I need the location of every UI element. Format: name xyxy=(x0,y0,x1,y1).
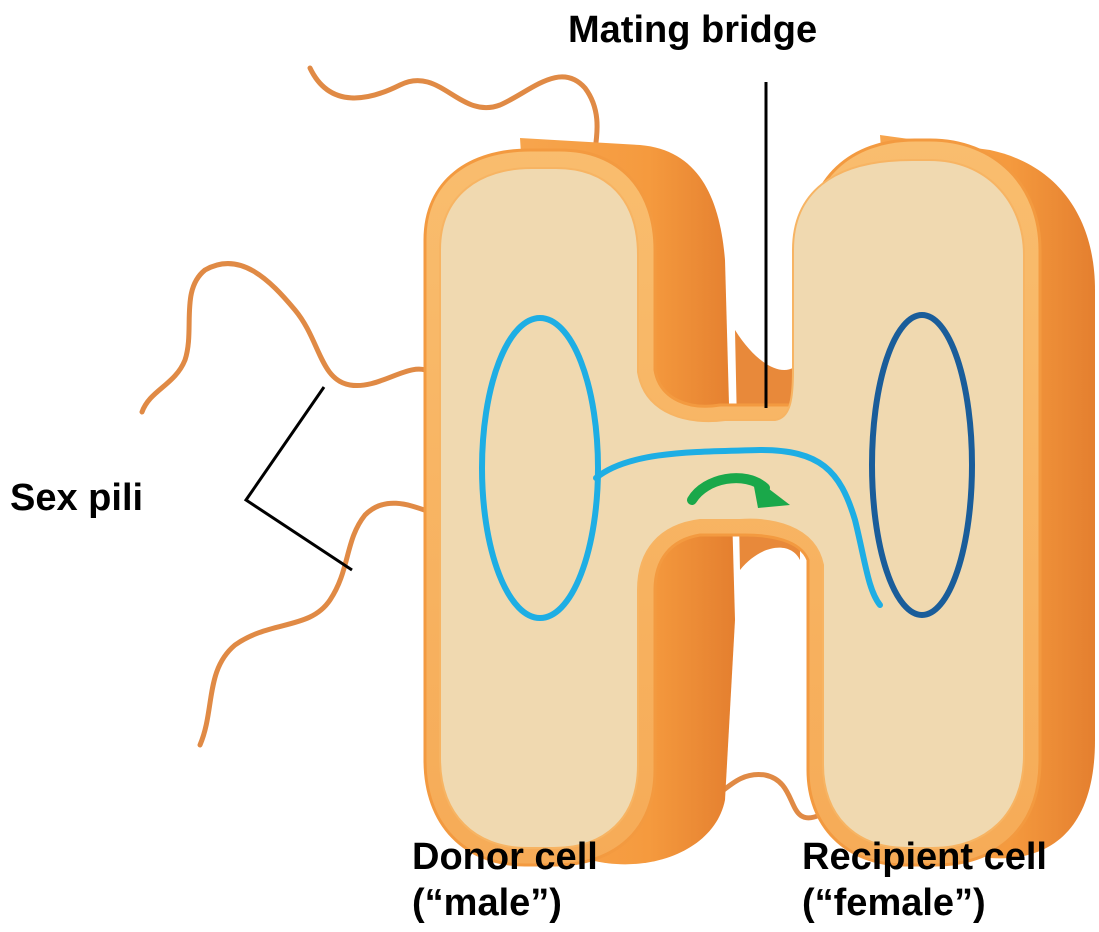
pilus-upper-left xyxy=(142,264,430,412)
pilus-top xyxy=(310,68,597,150)
sex-pili-leader xyxy=(246,387,352,570)
donor-cell-label: Donor cell (“male”) xyxy=(412,834,598,926)
donor-cell-label-line1: Donor cell xyxy=(412,834,598,880)
pilus-lower-left xyxy=(200,503,430,745)
h-cell xyxy=(425,140,1040,865)
donor-cell-label-line2: (“male”) xyxy=(412,880,598,926)
cell-cytoplasm xyxy=(440,160,1024,848)
recipient-cell-label-line2: (“female”) xyxy=(802,880,1047,926)
recipient-cell-label-line1: Recipient cell xyxy=(802,834,1047,880)
sex-pili-label: Sex pili xyxy=(10,475,143,521)
recipient-cell-label: Recipient cell (“female”) xyxy=(802,834,1047,926)
mating-bridge-label: Mating bridge xyxy=(568,7,817,53)
